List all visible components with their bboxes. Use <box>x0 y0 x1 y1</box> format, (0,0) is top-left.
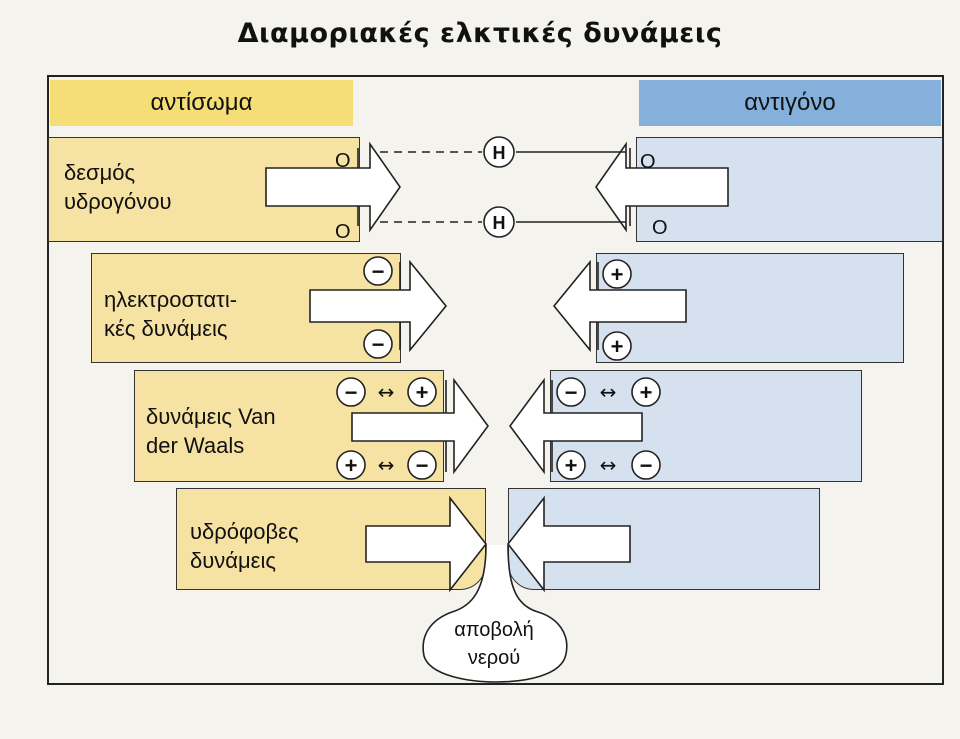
diagram-frame <box>47 75 944 685</box>
row-label-line: δυνάμεις <box>190 548 276 573</box>
antigen-header: αντιγόνο <box>639 80 941 126</box>
row-label-line: δεσμός <box>64 160 136 185</box>
row-label-line: δυνάμεις Van <box>146 404 276 429</box>
antibody-header-label: αντίσωμα <box>150 89 253 116</box>
row-label-line: ηλεκτροστατι- <box>104 287 238 312</box>
diagram-title: Διαμοριακές ελκτικές δυνάμεις <box>237 18 723 49</box>
antigen-panel-hydrophobic <box>508 488 820 590</box>
row-label-line: κές δυνάμεις <box>104 316 228 341</box>
row-label-line: υδρόφοβες <box>190 519 299 544</box>
row-label-hydrophobic: υδρόφοβες δυνάμεις <box>190 517 299 575</box>
antigen-panel-van-der-waals <box>550 370 862 482</box>
antigen-header-label: αντιγόνο <box>744 89 836 116</box>
row-label-line: υδρογόνου <box>64 189 172 214</box>
row-label-van-der-waals: δυνάμεις Van der Waals <box>146 402 276 460</box>
antigen-panel-electrostatic <box>596 253 904 363</box>
row-label-line: der Waals <box>146 433 245 458</box>
antigen-panel-hydrogen-bond <box>636 137 943 242</box>
row-label-electrostatic: ηλεκτροστατι- κές δυνάμεις <box>104 285 237 343</box>
antibody-header: αντίσωμα <box>50 80 353 126</box>
row-label-hydrogen-bond: δεσμός υδρογόνου <box>64 158 172 216</box>
